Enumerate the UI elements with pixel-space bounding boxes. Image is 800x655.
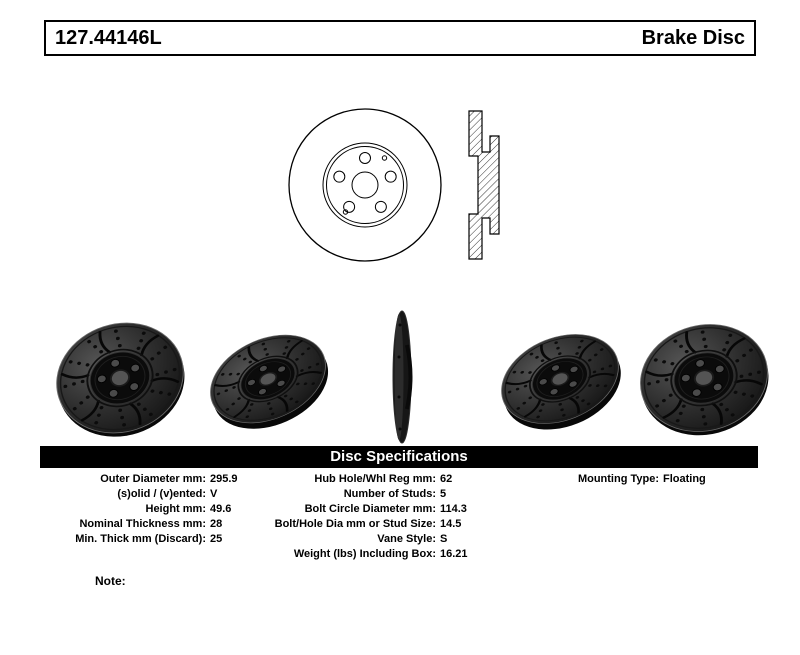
spec-value: V	[210, 488, 218, 500]
spec-column-right: Mounting Type: Floating	[540, 472, 715, 487]
note-label: Note:	[95, 574, 126, 588]
spec-value: 28	[210, 518, 223, 530]
spec-label: Nominal Thickness mm:	[79, 518, 206, 530]
spec-label: Min. Thick mm (Discard):	[75, 533, 206, 545]
spec-label: Mounting Type:	[577, 473, 659, 485]
spec-label: Vane Style:	[377, 533, 436, 545]
spec-value: 49.6	[210, 503, 232, 515]
spec-value: 14.5	[440, 518, 462, 530]
spec-value: 114.3	[440, 503, 467, 515]
spec-row: Mounting Type: Floating	[540, 472, 715, 487]
rotor-photo-angled-left	[204, 310, 332, 448]
spec-row: Min. Thick mm (Discard): 25	[40, 532, 255, 547]
part-number: 127.44146L	[55, 26, 162, 49]
spec-label: Bolt/Hole Dia mm or Stud Size:	[274, 518, 436, 530]
spec-column-left: Outer Diameter mm: 295.9 (s)olid / (v)en…	[40, 472, 255, 547]
rotor-front-line-drawing-icon	[288, 108, 442, 262]
spec-row: (s)olid / (v)ented: V	[40, 487, 255, 502]
spec-value: 16.21	[440, 548, 468, 560]
spec-label: Number of Studs:	[343, 488, 436, 500]
spec-row: Outer Diameter mm: 295.9	[40, 472, 255, 487]
spec-label: Weight (lbs) Including Box:	[293, 548, 436, 560]
spec-label: Height mm:	[145, 503, 207, 515]
spec-label: Hub Hole/Whl Reg mm:	[314, 473, 436, 485]
spec-label: Outer Diameter mm:	[100, 473, 206, 485]
spec-row: Bolt Circle Diameter mm: 114.3	[248, 502, 496, 517]
spec-value: Floating	[663, 473, 706, 485]
spec-row: Weight (lbs) Including Box: 16.21	[248, 547, 496, 562]
spec-value: 25	[210, 533, 223, 545]
rotor-photo-front-right	[634, 306, 774, 450]
rotor-photo-edge-view	[391, 309, 413, 445]
rotor-cross-section-line-drawing-icon	[468, 110, 500, 260]
spec-row: Vane Style: S	[248, 532, 496, 547]
spec-label: Bolt Circle Diameter mm:	[304, 503, 436, 515]
spec-row: Hub Hole/Whl Reg mm: 62	[248, 472, 496, 487]
product-type-title: Brake Disc	[641, 26, 745, 49]
spec-banner: Disc Specifications	[40, 446, 758, 468]
spec-banner-title: Disc Specifications	[330, 448, 468, 465]
spec-value: 62	[440, 473, 453, 485]
spec-label: (s)olid / (v)ented:	[117, 488, 206, 500]
rotor-photo-front-left	[50, 306, 190, 450]
rotor-photo-angled-right	[494, 310, 626, 448]
spec-row: Nominal Thickness mm: 28	[40, 517, 255, 532]
spec-value: S	[440, 533, 448, 545]
spec-column-middle: Hub Hole/Whl Reg mm: 62 Number of Studs:…	[248, 472, 496, 562]
spec-value: 5	[440, 488, 447, 500]
spec-value: 295.9	[210, 473, 238, 485]
header-bar: 127.44146L Brake Disc	[44, 20, 756, 56]
spec-row: Height mm: 49.6	[40, 502, 255, 517]
spec-row: Number of Studs: 5	[248, 487, 496, 502]
spec-row: Bolt/Hole Dia mm or Stud Size: 14.5	[248, 517, 496, 532]
